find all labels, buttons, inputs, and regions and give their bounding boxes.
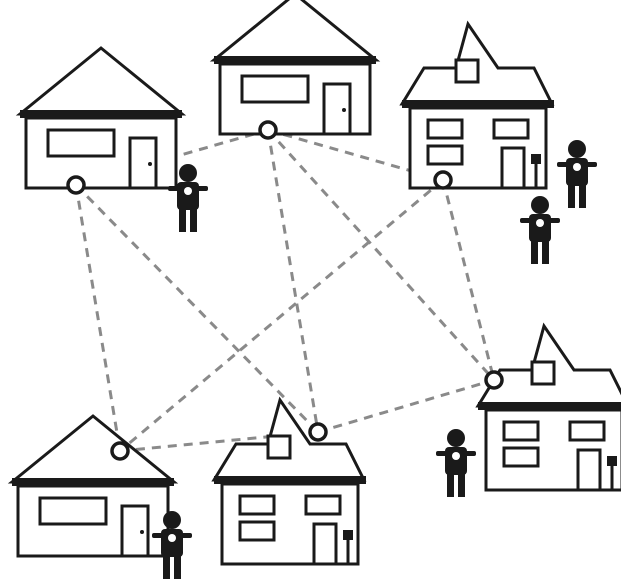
link-house-3-house-4: [441, 179, 496, 381]
house-5: [10, 414, 176, 558]
house-icon: [10, 414, 176, 558]
network-node-icon: [484, 370, 504, 390]
person-icon: [436, 429, 476, 497]
house-icon: [18, 46, 184, 190]
network-nodes: [66, 120, 504, 461]
house-icon: [476, 324, 621, 492]
people: [152, 140, 597, 579]
person-icon: [520, 196, 560, 264]
house-4: [476, 324, 621, 492]
network-node-icon: [66, 175, 86, 195]
link-house-6-house-4: [317, 378, 495, 434]
link-house-1-house-6: [74, 183, 320, 434]
house-2: [212, 0, 378, 136]
person-icon: [557, 140, 597, 208]
house-3: [400, 22, 556, 190]
house-1: [18, 46, 184, 190]
network-node-icon: [433, 170, 453, 190]
link-house-2-house-6: [266, 129, 320, 433]
network-node-icon: [308, 422, 328, 442]
house-icon: [212, 0, 378, 136]
link-house-3-house-5: [119, 178, 444, 453]
network-node-icon: [110, 441, 130, 461]
house-6: [212, 398, 368, 566]
network-node-icon: [258, 120, 278, 140]
link-house-2-house-4: [266, 128, 496, 382]
link-house-1-house-5: [74, 184, 122, 452]
house-icon: [400, 22, 556, 190]
house-icon: [212, 398, 368, 566]
